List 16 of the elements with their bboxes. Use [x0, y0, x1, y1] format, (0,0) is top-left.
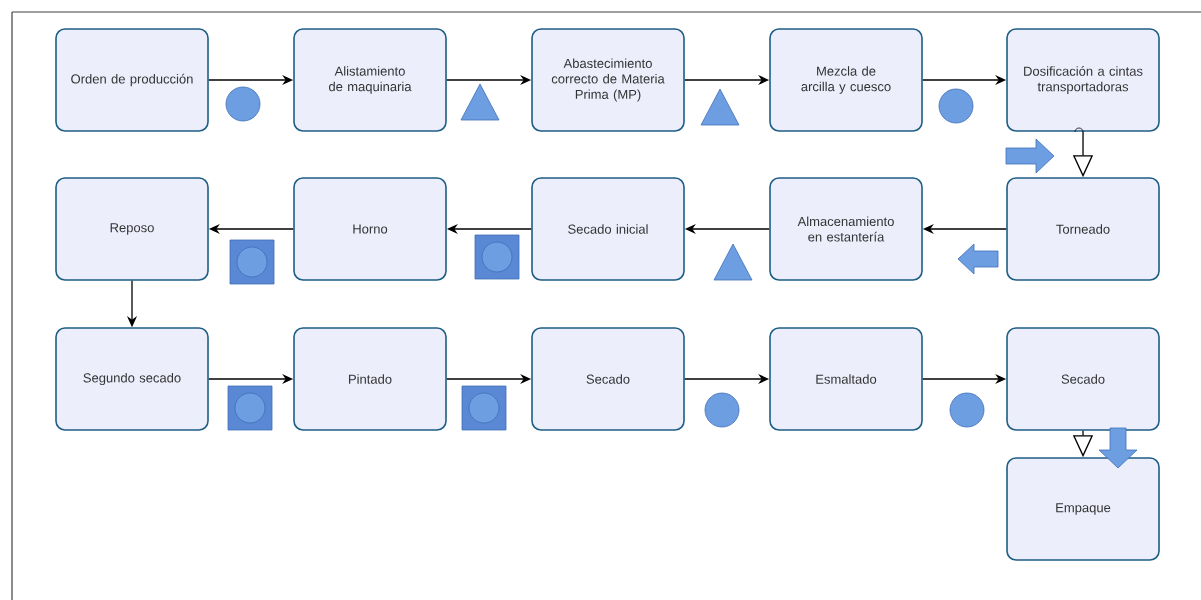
process-box: Mezcla de arcilla y cuesco — [769, 28, 923, 132]
process-box: Empaque — [1006, 457, 1160, 561]
process-box: Dosificación a cintas transportadoras — [1006, 28, 1160, 132]
process-box: Reposo — [55, 177, 209, 281]
process-box: Secado — [1006, 327, 1160, 431]
process-box: Almacenamiento en estantería — [769, 177, 923, 281]
process-box: Alistamiento de maquinaria — [293, 28, 447, 132]
process-box: Secado inicial — [531, 177, 685, 281]
process-box: Pintado — [293, 327, 447, 431]
process-box: Segundo secado — [55, 327, 209, 431]
process-box: Secado — [531, 327, 685, 431]
process-box: Abastecimiento correcto de Materia Prima (MP) — [531, 28, 685, 132]
process-box: Esmaltado — [769, 327, 923, 431]
process-box: Torneado — [1006, 177, 1160, 281]
process-box: Orden de producción — [55, 28, 209, 132]
process-box: Horno — [293, 177, 447, 281]
